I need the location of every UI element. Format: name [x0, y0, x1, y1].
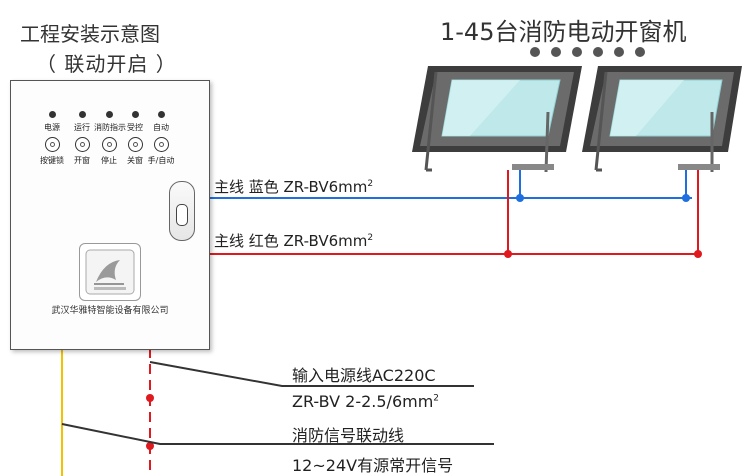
signal-cable-label-1: 消防信号联动线 — [292, 426, 405, 445]
indicator-lamp-running — [79, 111, 86, 118]
power-leader-line — [149, 361, 474, 387]
diagram-subtitle: （ 联动开启 ） — [36, 52, 177, 76]
window-opener-1 — [412, 66, 582, 173]
control-cabinet: 电源 运行 消防指示 受控 自动 按键锁 开窗 停止 关窗 手/自动 武汉华雅特… — [10, 80, 210, 350]
door-lock-icon[interactable] — [169, 181, 195, 241]
indicator-label: 受控 — [127, 123, 143, 132]
button-label: 停止 — [101, 156, 117, 165]
power-cable-label-1: 输入电源线AC220C — [292, 366, 436, 385]
indicator-lamp-auto — [158, 111, 165, 118]
keyhole-icon — [176, 204, 188, 226]
quantity-dots — [530, 47, 645, 57]
stop-button[interactable] — [102, 137, 117, 152]
red-main-wire — [208, 170, 702, 258]
indicator-lamp-controlled — [132, 111, 139, 118]
signal-cable-label-2: 12~24V有源常开信号 — [292, 456, 454, 475]
blue-wire-label: 主线 蓝色 ZR-BV6mm2 — [214, 178, 374, 196]
power-cable-label-2: ZR-BV 2-2.5/6mm2 — [292, 392, 440, 411]
indicator-label: 自动 — [153, 123, 169, 132]
close-window-button[interactable] — [128, 137, 143, 152]
red-wire-label: 主线 红色 ZR-BV6mm2 — [214, 232, 374, 250]
diagram-title: 工程安装示意图 — [20, 22, 160, 46]
indicator-label: 电源 — [44, 123, 60, 132]
indicator-label: 消防指示 — [94, 123, 126, 132]
blue-main-wire — [208, 170, 692, 202]
button-label: 手/自动 — [147, 156, 175, 165]
open-window-button[interactable] — [75, 137, 90, 152]
company-logo — [79, 243, 141, 301]
button-label: 开窗 — [74, 156, 90, 165]
red-power-wire — [146, 348, 154, 476]
manual-auto-button[interactable] — [154, 137, 169, 152]
indicator-label: 运行 — [74, 123, 90, 132]
button-label: 按键锁 — [40, 156, 64, 165]
logo-emblem-icon — [85, 249, 135, 295]
indicator-lamp-fire — [106, 111, 113, 118]
company-name: 武汉华雅特智能设备有限公司 — [51, 306, 169, 316]
window-opener-2 — [582, 66, 742, 172]
button-label: 关窗 — [127, 156, 143, 165]
key-lock-button[interactable] — [45, 137, 60, 152]
indicator-lamp-power — [49, 111, 56, 118]
signal-leader-line — [61, 423, 494, 445]
window-group-title: 1-45台消防电动开窗机 — [440, 18, 687, 46]
